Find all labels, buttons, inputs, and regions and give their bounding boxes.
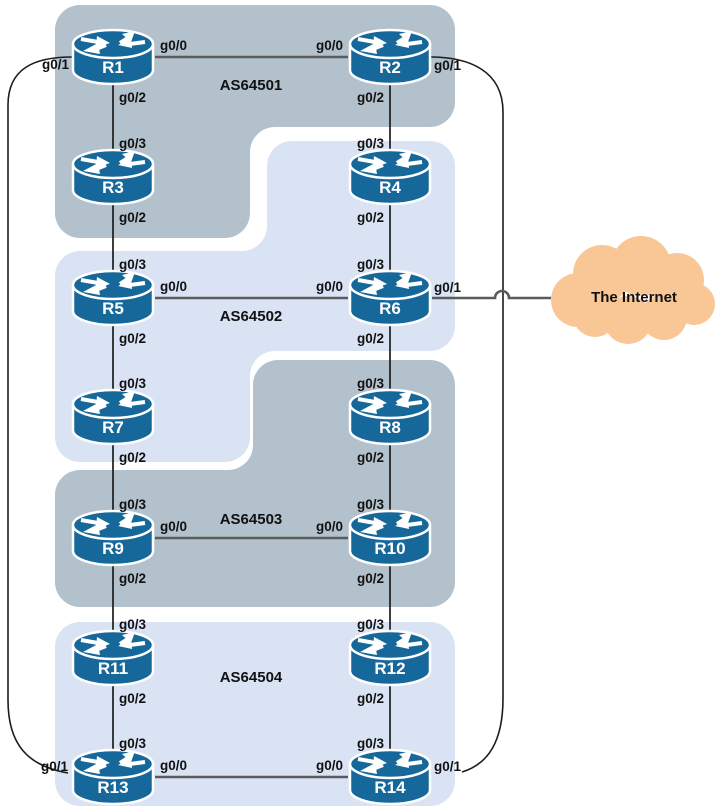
router-node-r5[interactable]: R5 <box>71 269 155 327</box>
if-label-r7-g0-2: g0/2 <box>119 450 146 465</box>
if-label-r1-g0-2: g0/2 <box>119 90 146 105</box>
router-node-r9[interactable]: R9 <box>71 509 155 567</box>
router-node-r6[interactable]: R6 <box>348 269 432 327</box>
router-label: R13 <box>97 778 128 797</box>
router-label: R6 <box>379 299 401 318</box>
if-label-r3-g0-2: g0/2 <box>119 210 146 225</box>
router-label: R8 <box>379 418 401 437</box>
if-label-r6-g0-2: g0/2 <box>357 331 384 346</box>
router-node-r14[interactable]: R14 <box>348 748 432 806</box>
if-label-r5-g0-0: g0/0 <box>160 279 187 294</box>
if-label-r5-g0-3: g0/3 <box>119 257 147 272</box>
as-region-64502[interactable] <box>55 141 455 462</box>
router-label: R7 <box>102 418 124 437</box>
if-label-r13-g0-3: g0/3 <box>119 736 147 751</box>
router-node-r7[interactable]: R7 <box>71 388 155 446</box>
if-label-r11-g0-2: g0/2 <box>119 691 146 706</box>
if-label-r8-g0-2: g0/2 <box>357 450 384 465</box>
router-label: R14 <box>374 778 406 797</box>
if-label-r9-g0-2: g0/2 <box>119 571 146 586</box>
router-node-r3[interactable]: R3 <box>71 148 155 206</box>
router-label: R9 <box>102 539 124 558</box>
if-label-r8-g0-3: g0/3 <box>357 376 385 391</box>
router-label: R3 <box>102 178 124 197</box>
as-label-64502: AS64502 <box>220 308 283 325</box>
if-label-r14-g0-3: g0/3 <box>357 736 385 751</box>
if-label-r6-g0-3: g0/3 <box>357 257 385 272</box>
if-label-r14-g0-1: g0/1 <box>434 759 462 774</box>
as-label-64504: AS64504 <box>220 669 283 686</box>
router-node-r13[interactable]: R13 <box>71 748 155 806</box>
as-label-64501: AS64501 <box>220 77 283 94</box>
router-node-r12[interactable]: R12 <box>348 629 432 687</box>
if-label-r4-g0-3: g0/3 <box>357 136 385 151</box>
if-label-r9-g0-0: g0/0 <box>160 519 187 534</box>
if-label-r10-g0-2: g0/2 <box>357 571 384 586</box>
if-label-r13-g0-0: g0/0 <box>160 758 187 773</box>
router-label: R10 <box>374 539 405 558</box>
router-label: R12 <box>374 659 405 678</box>
if-label-r2-g0-2: g0/2 <box>357 90 384 105</box>
router-node-r11[interactable]: R11 <box>71 629 155 687</box>
router-label: R5 <box>102 299 124 318</box>
link-r1-r13-left-loop <box>7 56 73 774</box>
link-r6-internet <box>432 289 551 300</box>
router-label: R1 <box>102 58 124 77</box>
if-label-r2-g0-1: g0/1 <box>434 58 462 73</box>
if-label-r10-g0-0: g0/0 <box>316 519 343 534</box>
if-label-r10-g0-3: g0/3 <box>357 497 385 512</box>
router-node-r2[interactable]: R2 <box>348 28 432 86</box>
if-label-r12-g0-3: g0/3 <box>357 617 385 632</box>
router-node-r4[interactable]: R4 <box>348 148 432 206</box>
router-label: R11 <box>98 659 128 678</box>
internet-cloud-label: The Internet <box>591 289 677 306</box>
if-label-r14-g0-0: g0/0 <box>316 758 343 773</box>
if-label-r1-g0-0: g0/0 <box>160 38 187 53</box>
if-label-r5-g0-2: g0/2 <box>119 331 146 346</box>
router-node-r8[interactable]: R8 <box>348 388 432 446</box>
if-label-r3-g0-3: g0/3 <box>119 136 147 151</box>
if-label-r6-g0-0: g0/0 <box>316 279 343 294</box>
if-label-r9-g0-3: g0/3 <box>119 497 147 512</box>
if-label-r2-g0-0: g0/0 <box>316 38 343 53</box>
internet-cloud[interactable]: The Internet <box>551 236 715 344</box>
router-label: R2 <box>379 58 401 77</box>
router-node-r1[interactable]: R1 <box>71 28 155 86</box>
if-label-r12-g0-2: g0/2 <box>357 691 384 706</box>
if-label-r4-g0-2: g0/2 <box>357 210 384 225</box>
if-label-r11-g0-3: g0/3 <box>119 617 147 632</box>
router-node-r10[interactable]: R10 <box>348 509 432 567</box>
router-label: R4 <box>379 178 401 197</box>
if-label-r1-g0-1: g0/1 <box>42 57 70 72</box>
as-label-64503: AS64503 <box>220 511 283 528</box>
link-r2-r14-right-loop <box>429 56 504 773</box>
if-label-r6-g0-1: g0/1 <box>434 280 462 295</box>
if-label-r13-g0-1: g0/1 <box>41 759 69 774</box>
if-label-r7-g0-3: g0/3 <box>119 376 147 391</box>
